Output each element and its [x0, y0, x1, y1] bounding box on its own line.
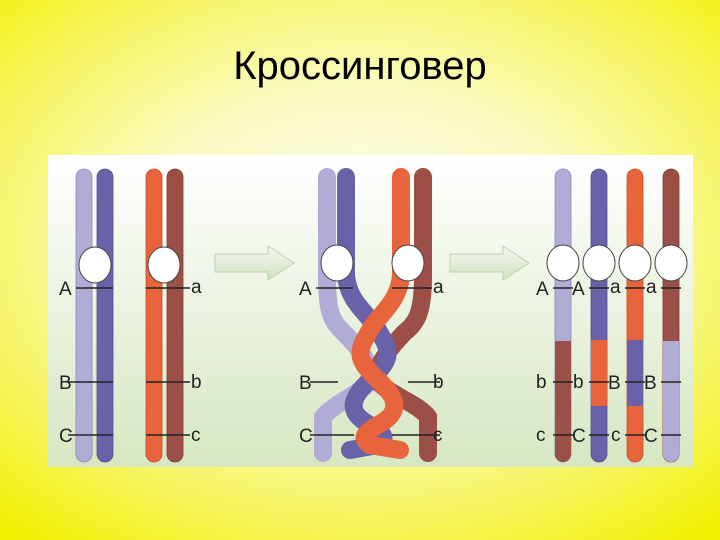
gene-label: B: [59, 373, 72, 394]
centromere-6: [582, 244, 616, 282]
recombinant-chromatid-2: [590, 168, 608, 463]
gene-label: c: [611, 425, 621, 446]
crossing-over-diagram: A B C a b c A B C a b c: [48, 155, 693, 467]
stage-crossing-over: A B C a b c: [299, 168, 444, 462]
centromere-4: [391, 244, 425, 282]
gene-label: b: [191, 372, 202, 393]
chromatid-orange: [351, 168, 410, 459]
chromatid-purple: [96, 168, 114, 463]
gene-ticks-middle: [310, 287, 440, 436]
diagram-canvas: A B C a b c A B C a b c: [48, 155, 693, 467]
arrow-right-icon: [214, 245, 295, 281]
gene-label: A: [59, 279, 72, 300]
centromere-7: [618, 244, 652, 282]
gene-label: a: [433, 277, 444, 298]
chromatid-lavender: [75, 168, 93, 463]
gene-label: a: [646, 277, 657, 298]
gene-label: B: [299, 373, 312, 394]
chromosome-paternal: [68, 168, 114, 463]
chromatid-orange: [145, 168, 163, 463]
gene-label: b: [433, 372, 444, 393]
gene-label: c: [191, 425, 201, 446]
gene-label: A: [572, 279, 585, 300]
gene-ticks-after: [553, 287, 681, 436]
gene-label: a: [610, 277, 621, 298]
gene-label: B: [644, 373, 657, 394]
gene-label: a: [191, 277, 202, 298]
gene-label: b: [536, 372, 547, 393]
gene-label: c: [536, 425, 546, 446]
recombinant-chromatid-4: [662, 168, 680, 463]
recombinant-chromatid-1: [554, 168, 572, 463]
centromere-3: [320, 244, 354, 282]
centromere-8: [654, 244, 688, 282]
gene-label: C: [59, 426, 73, 447]
chromosome-maternal: [145, 168, 190, 463]
gene-label: C: [644, 426, 658, 447]
centromere-2: [147, 246, 181, 284]
centromere-1: [78, 246, 112, 284]
gene-ticks-right: [146, 287, 190, 436]
stage-after: A b c A b C a B c a B C: [536, 168, 688, 463]
gene-label: c: [433, 425, 443, 446]
recombinant-chromatid-3: [626, 168, 644, 463]
gene-label: C: [572, 426, 586, 447]
stage-before: A B C a b c: [59, 168, 202, 463]
gene-label: A: [536, 279, 549, 300]
gene-ticks-left: [68, 287, 113, 436]
centromere-5: [546, 244, 580, 282]
gene-label: A: [299, 279, 312, 300]
gene-label: b: [573, 372, 584, 393]
chromatid-maroon: [166, 168, 184, 463]
gene-label: B: [608, 373, 621, 394]
slide-title: Кроссинговер: [233, 44, 487, 88]
gene-label: C: [299, 426, 313, 447]
arrow-right-icon: [449, 245, 530, 281]
